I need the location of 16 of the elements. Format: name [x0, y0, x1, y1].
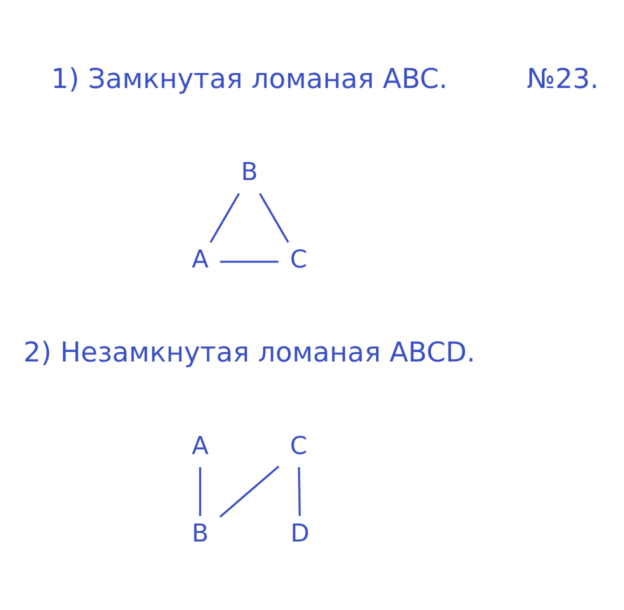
node-text: B — [192, 518, 209, 547]
node-text: C — [290, 430, 308, 460]
node-text: A — [192, 244, 209, 274]
connector — [199, 466, 202, 516]
label: №23. — [526, 63, 599, 94]
node-text: C — [290, 244, 308, 274]
connector — [258, 192, 290, 242]
node-text: D — [290, 518, 310, 547]
connector — [298, 466, 301, 516]
connector — [210, 192, 240, 242]
label: 2) Незамкнутая ломаная ABCD. — [23, 337, 476, 368]
label: 1) Замкнутая ломаная ABC. — [51, 63, 448, 94]
connector — [220, 260, 278, 262]
node-text: A — [192, 430, 209, 460]
node-text: B — [240, 156, 258, 186]
connector — [219, 465, 280, 518]
